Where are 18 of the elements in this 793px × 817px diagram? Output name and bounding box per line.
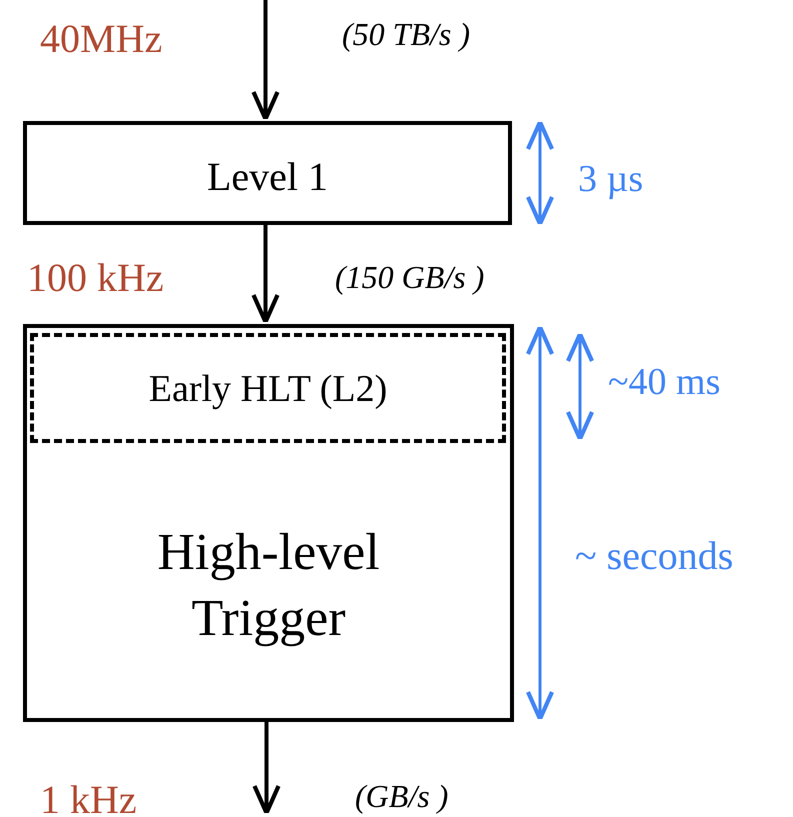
box-label: Level 1 xyxy=(206,155,330,199)
duration-label: 3 µs xyxy=(578,160,644,198)
arrow xyxy=(251,0,280,122)
bandwidth-label: (GB/s ) xyxy=(355,780,448,812)
process-box xyxy=(23,324,514,722)
duration-label: ~ seconds xyxy=(575,536,734,576)
bandwidth-label: (150 GB/s ) xyxy=(335,261,484,293)
arrow xyxy=(252,722,281,816)
process-box xyxy=(23,121,512,225)
rate-label: 100 kHz xyxy=(27,258,164,298)
arrow xyxy=(251,225,280,324)
duration-label: ~40 ms xyxy=(608,363,720,401)
bandwidth-label: (50 TB/s ) xyxy=(342,18,470,50)
box-label: High-level Trigger xyxy=(156,523,381,649)
stage-box xyxy=(30,333,506,443)
box-label: Early HLT (L2) xyxy=(148,367,388,411)
rate-label: 40MHz xyxy=(40,19,162,59)
rate-label: 1 kHz xyxy=(40,780,137,817)
